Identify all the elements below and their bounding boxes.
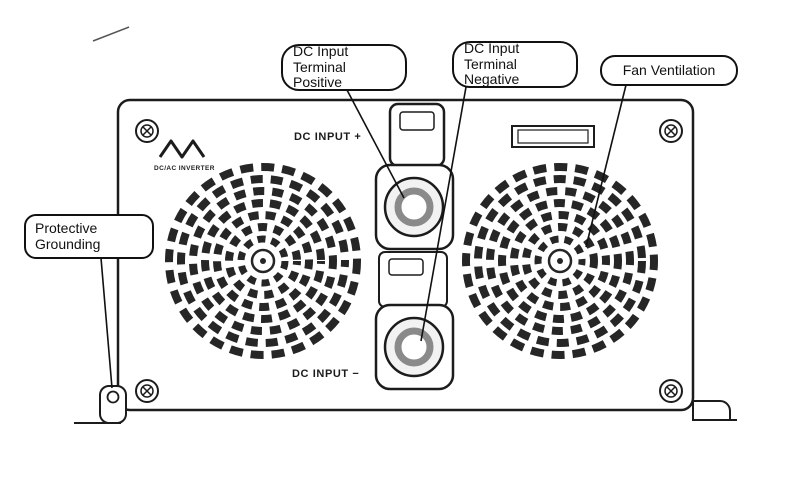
leader-lines <box>100 84 627 389</box>
leader-positive <box>346 89 405 199</box>
leader-fan <box>585 84 627 248</box>
sketch-mark <box>92 26 130 42</box>
fan-grille-right <box>462 163 658 359</box>
callout-protective-grounding: Protective Grounding <box>24 214 154 259</box>
leader-grounding <box>100 257 113 389</box>
callout-label: Protective Grounding <box>35 219 101 252</box>
brand-wave-icon <box>158 139 206 159</box>
dc-input-terminal-negative <box>374 303 455 391</box>
dc-input-negative-label: DC INPUT − <box>292 368 360 380</box>
fan-grille-left <box>165 163 361 359</box>
terminal-post-negative <box>394 327 434 367</box>
brand-logo-text: DC/AC INVERTER <box>154 165 215 172</box>
corner-screws <box>135 119 683 403</box>
terminal-center-block <box>378 251 448 308</box>
leader-negative <box>420 86 467 342</box>
terminal-post-positive <box>394 187 434 227</box>
dc-input-positive-label: DC INPUT + <box>294 131 362 143</box>
callout-dc-input-terminal-negative: DC Input Terminal Negative <box>452 40 578 88</box>
dc-input-terminal-positive <box>374 102 455 251</box>
grounding-foot <box>74 385 127 424</box>
callout-dc-input-terminal-positive: DC Input Terminal Positive <box>281 43 407 91</box>
screw-icon <box>135 379 159 403</box>
screw-icon <box>659 379 683 403</box>
callout-label: Fan Ventilation <box>622 61 716 78</box>
screw-icon <box>659 119 683 143</box>
screw-icon <box>135 119 159 143</box>
callout-fan-ventilation: Fan Ventilation <box>600 55 738 86</box>
callout-label: DC Input Terminal Positive <box>293 43 349 91</box>
rating-plate <box>511 125 595 148</box>
callout-label: DC Input Terminal Negative <box>464 40 520 88</box>
grounding-screw-icon <box>106 390 120 404</box>
right-foot <box>692 400 737 421</box>
